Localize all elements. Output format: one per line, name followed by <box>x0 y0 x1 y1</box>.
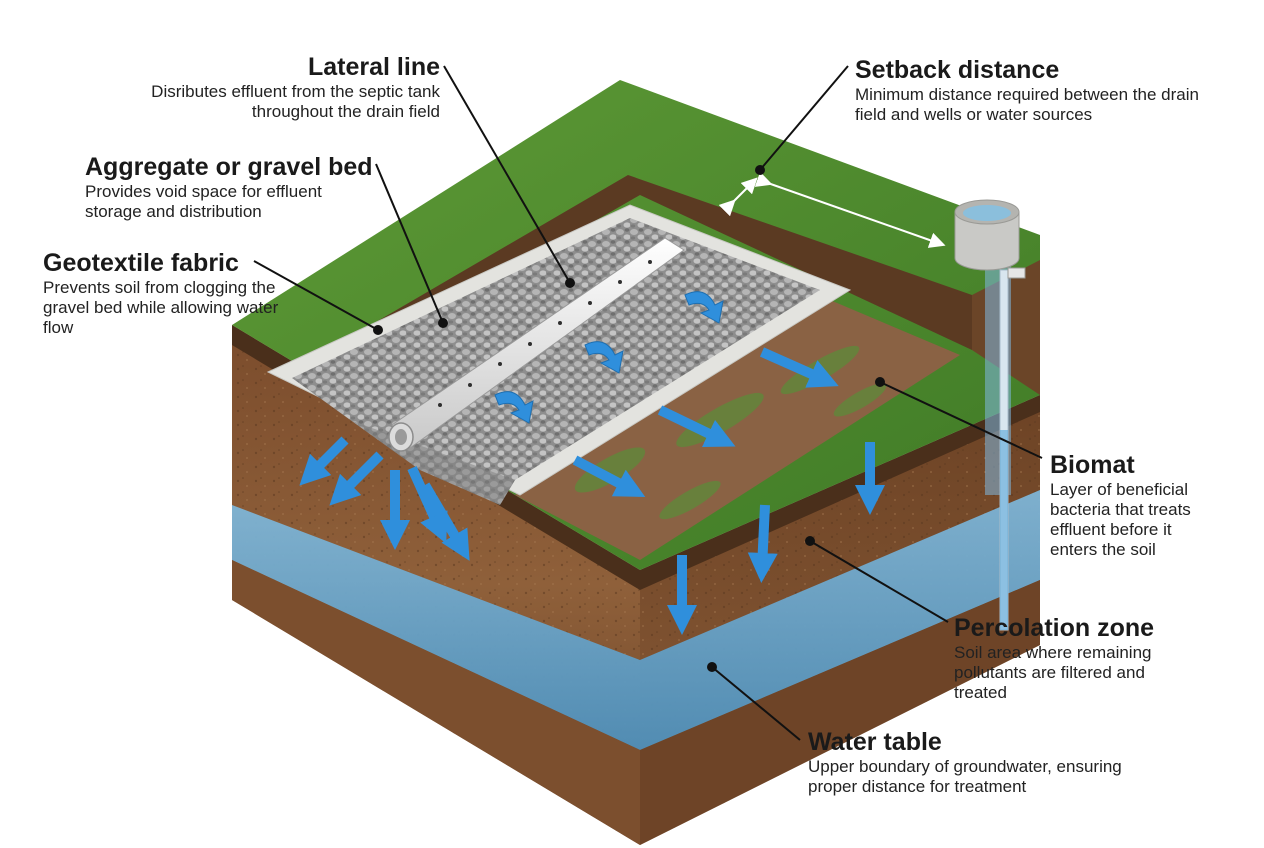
dot-lateral-line <box>565 278 575 288</box>
label-water-table: Water table Upper boundary of groundwate… <box>808 727 1153 797</box>
setback-measure <box>718 171 946 248</box>
right-front-face <box>640 395 1040 845</box>
label-percolation: Percolation zone Soil area where remaini… <box>954 613 1194 703</box>
percolation-title: Percolation zone <box>954 614 1155 642</box>
lateral-line-title: Lateral line <box>308 53 440 81</box>
water-table-band-left <box>232 505 640 750</box>
leader-setback <box>759 65 849 171</box>
trench-back-wall <box>290 175 972 385</box>
leader-biomat <box>879 381 1043 459</box>
lateral-line-desc: Disributes effluent from the septic tank… <box>151 82 440 121</box>
geotextile-title: Geotextile fabric <box>43 249 239 277</box>
percolation-arrows <box>667 442 885 635</box>
label-aggregate: Aggregate or gravel bed Provides void sp… <box>85 152 373 222</box>
leader-lateral-line <box>443 65 571 284</box>
well <box>954 199 1026 631</box>
setback-desc: Minimum distance required between the dr… <box>855 85 1199 124</box>
leader-lines <box>253 65 1043 741</box>
percolation-desc: Soil area where remaining pollutants are… <box>954 643 1152 702</box>
label-lateral-line: Lateral line Disributes effluent from th… <box>140 52 440 122</box>
leader-dots <box>373 165 885 672</box>
biomat-desc: Layer of beneficial bacteria that treats… <box>1050 480 1191 559</box>
gravel-flow-arrows <box>494 291 724 424</box>
dot-geotextile <box>373 325 383 335</box>
leader-geotextile <box>253 260 379 331</box>
water-table-title: Water table <box>808 728 942 756</box>
dot-percolation <box>805 536 815 546</box>
aggregate-desc: Provides void space for effluent storage… <box>85 182 322 221</box>
label-geotextile: Geotextile fabric Prevents soil from clo… <box>43 248 288 338</box>
leader-percolation <box>809 540 949 623</box>
biomat-flow-arrows <box>572 347 839 497</box>
biomat-title: Biomat <box>1050 451 1135 479</box>
dot-setback <box>755 165 765 175</box>
water-table-desc: Upper boundary of groundwater, ensuring … <box>808 757 1122 796</box>
label-setback: Setback distance Minimum distance requir… <box>855 55 1215 125</box>
water-table-band-right <box>640 490 1040 750</box>
lateral-pipe <box>388 237 685 452</box>
dot-biomat <box>875 377 885 387</box>
geotextile-desc: Prevents soil from clogging the gravel b… <box>43 278 279 337</box>
dot-water-table <box>707 662 717 672</box>
dot-aggregate <box>438 318 448 328</box>
outflow-arrows <box>299 436 470 561</box>
label-biomat: Biomat Layer of beneficial bacteria that… <box>1050 450 1210 560</box>
leader-water-table <box>711 666 801 741</box>
aggregate-title: Aggregate or gravel bed <box>85 153 373 181</box>
leader-aggregate <box>375 163 444 324</box>
setback-title: Setback distance <box>855 56 1060 84</box>
